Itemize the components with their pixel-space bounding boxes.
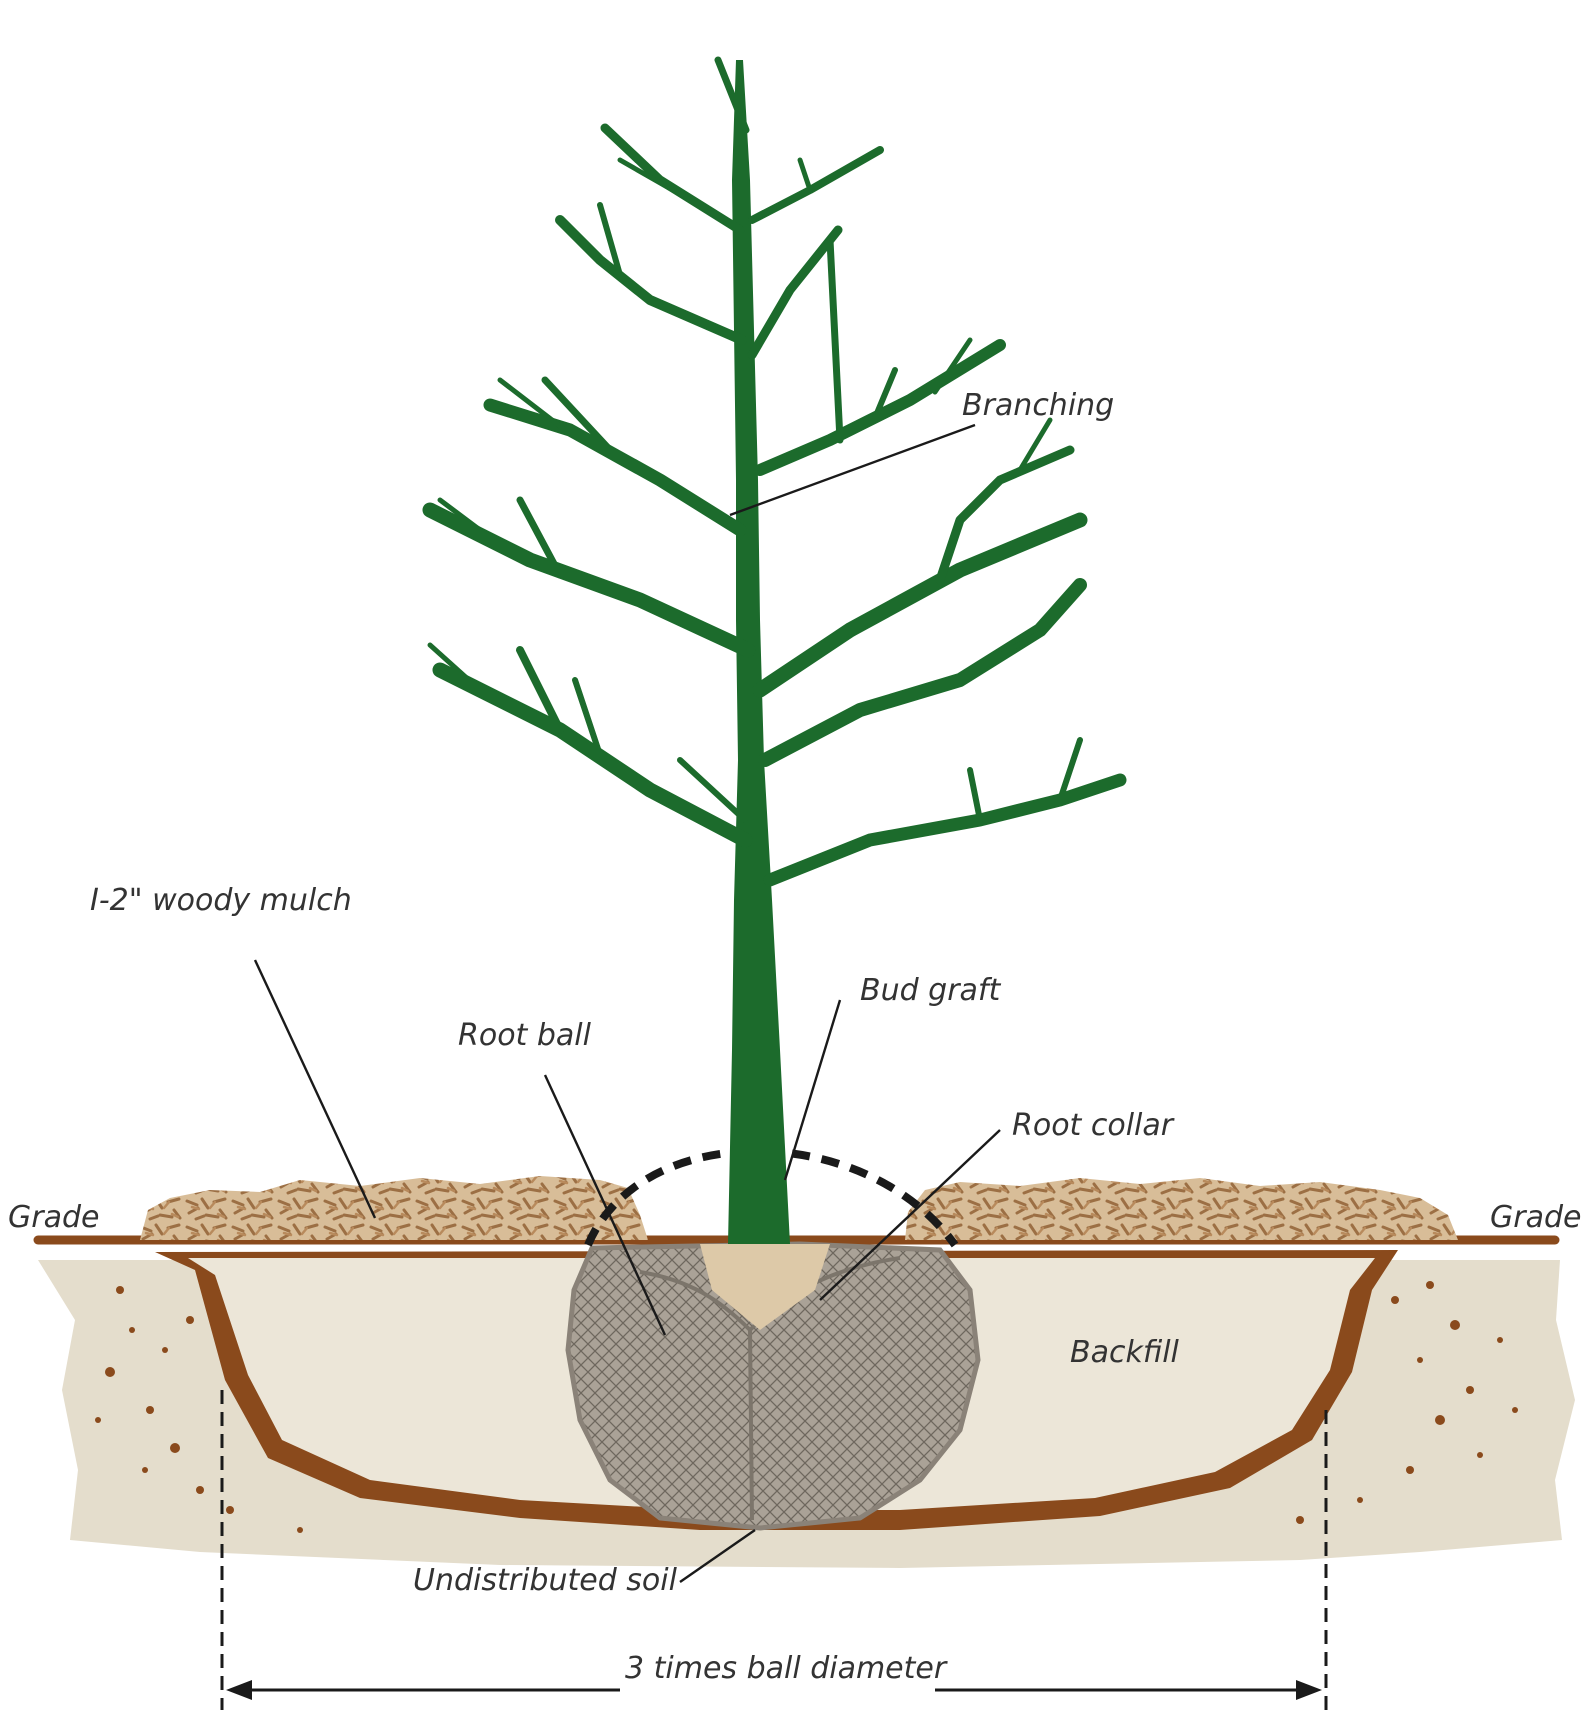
mulch-left xyxy=(140,1176,648,1240)
mulch-label: I-2" woody mulch xyxy=(90,883,352,918)
dimension-arrow-right xyxy=(1296,1680,1322,1700)
mulch-leader xyxy=(255,960,375,1218)
bud-graft-label: Bud graft xyxy=(860,973,1001,1008)
root-ball-label: Root ball xyxy=(458,1018,592,1053)
mulch-right xyxy=(905,1178,1458,1240)
tree xyxy=(430,60,1120,1244)
dimension-label: 3 times ball diameter xyxy=(625,1651,948,1686)
branching-label: Branching xyxy=(962,388,1114,423)
grade-left-label: Grade xyxy=(8,1200,99,1235)
dimension-arrow-left xyxy=(226,1680,252,1700)
bud-graft-leader xyxy=(785,1000,840,1180)
root-collar-label: Root collar xyxy=(1012,1108,1175,1143)
backfill-label: Backfill xyxy=(1070,1335,1180,1370)
undistributed-soil-label: Undistributed soil xyxy=(413,1563,678,1598)
grade-right-label: Grade xyxy=(1490,1200,1581,1235)
